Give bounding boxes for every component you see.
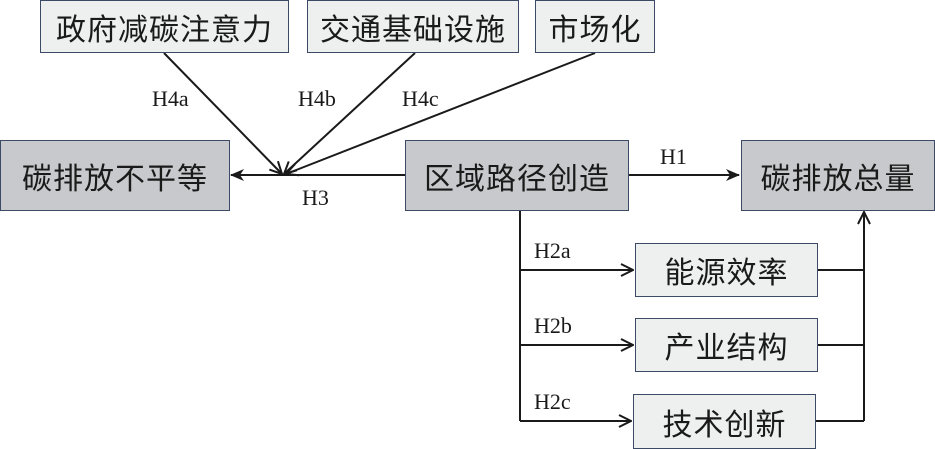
- node-energy-efficiency: 能源效率: [635, 243, 818, 297]
- edge-h4b: [284, 52, 416, 174]
- label-h2b: H2b: [534, 313, 572, 338]
- edge-h4c: [286, 52, 596, 174]
- edge-h4a: [163, 52, 282, 174]
- node-government-attention: 政府减碳注意力: [40, 0, 289, 53]
- label-h4a: H4a: [152, 86, 189, 111]
- label-h4c: H4c: [402, 86, 439, 111]
- node-technological-innovation: 技术创新: [633, 394, 816, 449]
- node-industrial-structure: 产业结构: [635, 318, 818, 372]
- node-marketization: 市场化: [535, 0, 655, 53]
- node-total-carbon-emissions: 碳排放总量: [741, 140, 935, 211]
- node-carbon-inequality: 碳排放不平等: [0, 140, 230, 211]
- node-transport-infrastructure: 交通基础设施: [307, 0, 519, 53]
- label-h2a: H2a: [534, 238, 571, 263]
- label-h2c: H2c: [534, 389, 571, 414]
- label-h1: H1: [660, 144, 687, 169]
- label-h3: H3: [302, 185, 329, 210]
- node-regional-path-creation: 区域路径创造: [405, 140, 629, 211]
- label-h4b: H4b: [298, 86, 336, 111]
